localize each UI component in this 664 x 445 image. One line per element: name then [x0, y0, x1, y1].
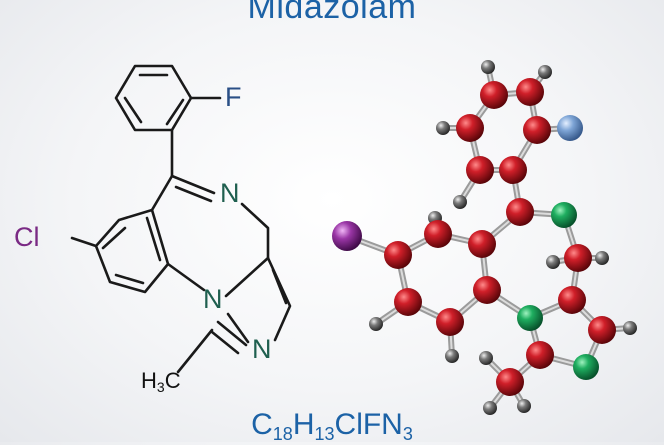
carbon-atom — [424, 220, 452, 248]
carbon-atom — [516, 78, 544, 106]
imine-double-bond — [170, 174, 216, 203]
carbon-atom — [456, 114, 484, 142]
chlorobenzo-inner-bonds — [101, 216, 162, 285]
nitrogen-atom — [551, 202, 577, 228]
carbon-atom — [436, 308, 464, 336]
carbon-atom — [526, 341, 554, 369]
carbon-atom — [468, 230, 496, 258]
carbon-atom — [588, 316, 616, 344]
imidazole-ring — [224, 256, 292, 344]
carbon-atom — [394, 288, 422, 316]
fluorine-atom — [557, 115, 583, 141]
diazepine-bonds — [150, 174, 270, 260]
hydrogen-atom — [481, 60, 495, 74]
carbon-atom — [466, 156, 494, 184]
hydrogen-atom — [445, 349, 459, 363]
carbon-atom — [473, 276, 501, 304]
hydrogen-atom — [483, 401, 497, 415]
imidazole-double-bond — [271, 268, 288, 305]
imidazole-cn-double-bond — [210, 320, 248, 355]
atom-label-chlorine: Cl — [14, 222, 40, 252]
atom-label-ring-nitrogen: N — [252, 334, 272, 364]
nitrogen-atom — [573, 354, 599, 380]
hydrogen-atom — [453, 195, 467, 209]
methyl-label: H3C — [141, 368, 181, 395]
chlorine-atom — [332, 221, 362, 251]
hydrogen-atom — [436, 121, 450, 135]
hydrogen-atom — [538, 65, 552, 79]
methyl-bond — [176, 328, 214, 374]
hydrogen-atom — [369, 317, 383, 331]
hydrogen-atom — [546, 255, 560, 269]
carbon-atom — [564, 244, 592, 272]
page-title: Midazolam — [247, 0, 417, 26]
carbon-atom — [506, 198, 534, 226]
aryl-n-bond — [166, 262, 206, 292]
fluorophenyl-inner-bonds — [123, 73, 185, 126]
atom-label-imine-nitrogen: N — [220, 178, 240, 208]
skeletal-formula — [70, 64, 292, 374]
hydrogen-atom — [517, 399, 531, 413]
model-atoms — [332, 60, 637, 415]
hydrogen-atom — [479, 351, 493, 365]
hydrogen-atom — [623, 321, 637, 335]
carbon-atom — [499, 156, 527, 184]
carbon-atom — [496, 368, 524, 396]
atom-label-fluorine: F — [225, 82, 242, 112]
carbon-atom — [523, 116, 551, 144]
hydrogen-atom — [595, 251, 609, 265]
nitrogen-atom — [517, 305, 543, 331]
carbon-atom — [558, 286, 586, 314]
carbon-atom — [480, 81, 508, 109]
ball-and-stick-model — [332, 60, 637, 415]
atom-label-bridge-nitrogen: N — [203, 284, 223, 314]
molecular-formula: C18H13ClFN3 — [251, 408, 413, 444]
chlorine-bond — [70, 236, 98, 248]
carbon-atom — [384, 241, 412, 269]
